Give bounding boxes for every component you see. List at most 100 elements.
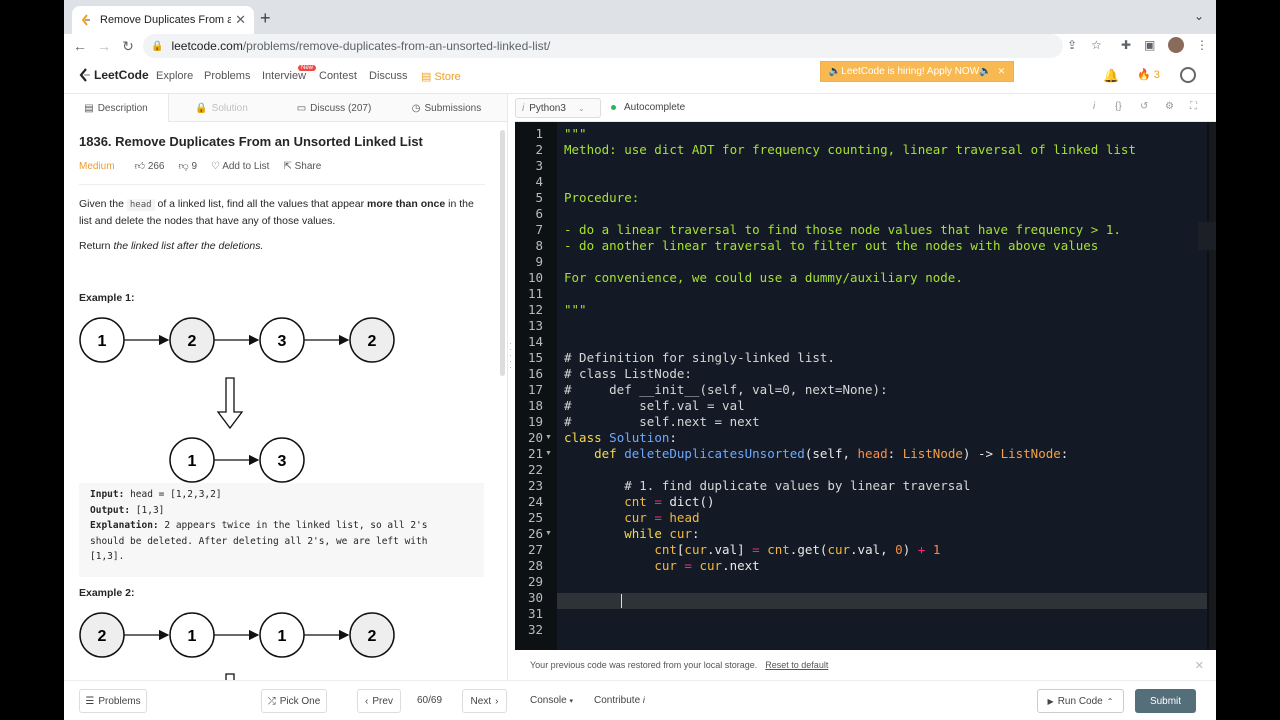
tab-description[interactable]: ▤Description: [64, 94, 169, 122]
url-path: /problems/remove-duplicates-from-an-unso…: [242, 39, 551, 53]
info-icon[interactable]: i: [1093, 101, 1096, 112]
sidebar-icon[interactable]: ▣: [1144, 38, 1156, 52]
nav-explore[interactable]: Explore: [156, 70, 194, 82]
example1-heading: Example 1:: [79, 292, 135, 304]
dislike-button[interactable]: 👎︎ 9: [179, 160, 198, 172]
user-avatar-icon[interactable]: [1180, 67, 1196, 83]
line-number: 19: [527, 414, 543, 429]
code-editor[interactable]: 1 2 3 4 5 6 7 8 9 10 11 12 13 14 15 16 1…: [515, 122, 1216, 650]
add-to-list-button[interactable]: ♡ Add to List: [211, 161, 269, 172]
problems-button[interactable]: ☰Problems: [79, 689, 147, 713]
linked-list-output: 1 3: [169, 437, 305, 483]
problem-counter: 60/69: [417, 695, 443, 706]
problems-label: Problems: [98, 695, 141, 707]
node-label: 2: [368, 628, 377, 645]
profile-avatar[interactable]: [1168, 37, 1184, 53]
fold-arrow-icon[interactable]: ▼: [545, 434, 552, 441]
nav-discuss[interactable]: Discuss: [369, 70, 408, 82]
language-value: Python3: [529, 102, 566, 114]
browser-tab[interactable]: Remove Duplicates From an U ✕: [72, 6, 254, 34]
output-value: [1,3]: [135, 504, 165, 516]
line-number: 32: [527, 622, 543, 637]
line-number-gutter: 1 2 3 4 5 6 7 8 9 10 11 12 13 14 15 16 1…: [515, 122, 557, 650]
contribute-label: Contribute: [594, 695, 641, 706]
editor-side-widget[interactable]: [1198, 222, 1216, 250]
nav-interview[interactable]: Interview: [262, 70, 307, 82]
node-label: 2: [368, 333, 377, 350]
notification-bell-icon[interactable]: 🔔: [1103, 68, 1120, 83]
tab-discuss[interactable]: ▭Discuss (207): [274, 94, 394, 122]
next-button[interactable]: Next›: [462, 689, 507, 713]
code-line: """: [564, 302, 587, 317]
browser-window: Remove Duplicates From an U ✕ + ⌄ ← → ↻ …: [64, 0, 1216, 720]
shuffle-icon: ⤮: [267, 695, 276, 707]
add-to-list-label: Add to List: [222, 160, 270, 172]
like-button[interactable]: 👍︎ 266: [135, 160, 165, 172]
submit-button[interactable]: Submit: [1135, 689, 1196, 713]
extensions-icon[interactable]: ✚: [1121, 38, 1132, 52]
hiring-close-icon[interactable]: ✕: [997, 66, 1006, 76]
reset-to-default-link[interactable]: Reset to default: [765, 660, 829, 670]
node-label: 3: [278, 453, 287, 470]
address-bar[interactable]: 🔒 leetcode.com /problems/remove-duplicat…: [143, 34, 1063, 58]
resize-grip-icon[interactable]: ·····: [509, 338, 512, 372]
console-toggle[interactable]: Console ▾: [530, 695, 573, 706]
play-icon: ▶: [1047, 696, 1054, 706]
restore-message: Your previous code was restored from you…: [530, 660, 758, 670]
close-icon[interactable]: ✕: [1194, 660, 1204, 672]
code-text-area[interactable]: """ Method: use dict ADT for frequency c…: [557, 122, 1207, 650]
description-scrollbar[interactable]: [500, 130, 505, 376]
new-tab-button[interactable]: +: [260, 8, 271, 28]
back-icon[interactable]: ←: [73, 38, 87, 54]
bottom-bar: ☰Problems ⤮Pick One ‹Prev 60/69 Next› Co…: [64, 680, 1216, 720]
tab-submissions[interactable]: ◷Submissions: [394, 94, 499, 122]
explanation-line: [1,3].: [90, 551, 125, 562]
share-icon: ⇱: [283, 160, 295, 172]
code-line: For convenience, we could use a dummy/au…: [564, 270, 963, 285]
leetcode-logo[interactable]: LeetCode: [78, 68, 149, 82]
fullscreen-icon[interactable]: ⛶: [1190, 101, 1197, 112]
thumbs-up-icon: 👍︎: [134, 161, 148, 172]
contribute-link[interactable]: Contribute i: [594, 695, 645, 706]
reset-icon[interactable]: ↺: [1140, 101, 1149, 112]
pick-one-button[interactable]: ⤮Pick One: [261, 689, 327, 713]
nav-problems[interactable]: Problems: [204, 70, 251, 82]
node-label: 1: [98, 333, 107, 350]
line-number: 5: [535, 190, 543, 205]
run-code-button[interactable]: ▶Run Code⌃: [1037, 689, 1124, 713]
tab-close-icon[interactable]: ✕: [235, 12, 246, 27]
hiring-banner[interactable]: 🔈LeetCode is hiring! Apply NOW🔈 ✕: [820, 61, 1014, 82]
code-line: - do a linear traversal to find those no…: [564, 222, 1121, 237]
line-number: 18: [527, 398, 543, 413]
problem-description-pane: 1836. Remove Duplicates From an Unsorted…: [64, 122, 507, 680]
editor-scrollbar[interactable]: [1209, 122, 1216, 650]
reload-icon[interactable]: ↻: [122, 37, 134, 54]
statement-bold: more than once: [367, 198, 446, 210]
bookmark-star-icon[interactable]: ☆: [1091, 38, 1102, 52]
fold-arrow-icon[interactable]: ▼: [545, 450, 552, 457]
code-line: - do another linear traversal to filter …: [564, 238, 1099, 253]
settings-icon[interactable]: ⚙: [1165, 101, 1174, 112]
fold-arrow-icon[interactable]: ▼: [545, 530, 552, 537]
autocomplete-toggle[interactable]: Autocomplete: [611, 102, 685, 113]
share-button[interactable]: ⇱ Share: [283, 161, 321, 172]
code-line: def deleteDuplicatesUnsorted(self, head:…: [594, 446, 1069, 461]
pane-resize-divider[interactable]: [507, 94, 515, 680]
store-icon: ▤: [421, 71, 435, 83]
heart-icon: ♡: [211, 160, 223, 172]
language-select[interactable]: i Python3 ⌄: [515, 98, 601, 118]
tab-search-chevron-icon[interactable]: ⌄: [1193, 9, 1204, 23]
line-number: 31: [527, 606, 543, 621]
prev-button[interactable]: ‹Prev: [357, 689, 401, 713]
line-number: 1: [535, 126, 543, 141]
nav-store[interactable]: ▤ Store: [421, 70, 461, 83]
streak-counter[interactable]: 🔥 3: [1137, 68, 1160, 81]
forward-icon[interactable]: →: [97, 38, 111, 54]
share-page-icon[interactable]: ⇪: [1067, 38, 1078, 52]
browser-menu-icon[interactable]: ⋮: [1196, 38, 1208, 52]
nav-contest[interactable]: Contest: [319, 70, 357, 82]
braces-icon[interactable]: {}: [1115, 101, 1122, 112]
streak-count: 3: [1153, 69, 1160, 81]
example1-diagram: 1 2 3 2 1 3: [79, 317, 395, 483]
tab-solution[interactable]: 🔒Solution: [169, 94, 274, 122]
